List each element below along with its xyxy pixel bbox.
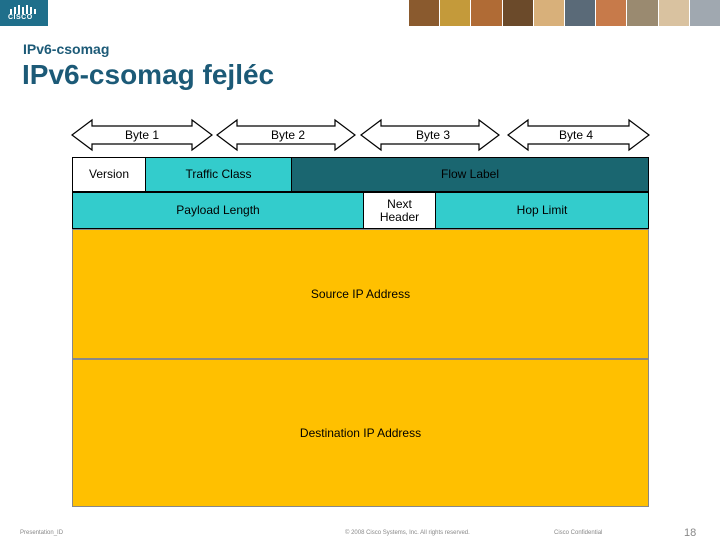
photo-tile xyxy=(439,0,471,26)
payload-length-label: Payload Length xyxy=(176,203,260,217)
flow-label-field: Flow Label xyxy=(291,157,649,192)
presentation-id: Presentation_ID xyxy=(20,530,64,536)
byte-3-label: Byte 3 xyxy=(416,128,451,142)
slide-subtitle: IPv6-csomag xyxy=(23,41,110,57)
byte-1-label: Byte 1 xyxy=(125,128,160,142)
photo-strip xyxy=(408,0,720,26)
version-field: Version xyxy=(72,157,146,192)
hop-limit-field: Hop Limit xyxy=(435,192,649,229)
photo-tile xyxy=(688,0,720,26)
next-header-label-line2: Header xyxy=(379,209,420,224)
cisco-bars-icon xyxy=(10,5,36,14)
photo-tile xyxy=(657,0,689,26)
top-banner: CISCO xyxy=(0,0,720,26)
hop-limit-label: Hop Limit xyxy=(516,203,568,217)
flow-label-label: Flow Label xyxy=(440,167,500,181)
traffic-class-label: Traffic Class xyxy=(185,167,252,181)
photo-tile xyxy=(470,0,502,26)
byte-1-arrow xyxy=(71,118,213,152)
copyright: © 2008 Cisco Systems, Inc. All rights re… xyxy=(345,530,470,536)
payload-length-field: Payload Length xyxy=(72,192,364,229)
slide-title: IPv6-csomag fejléc xyxy=(22,59,275,90)
byte-4-arrow xyxy=(507,118,650,152)
confidential-label: Cisco Confidential xyxy=(554,530,603,536)
logo-text: CISCO xyxy=(8,14,33,21)
photo-tile xyxy=(532,0,565,26)
photo-tile xyxy=(626,0,658,26)
next-header-field: Next Header xyxy=(363,192,436,229)
traffic-class-field: Traffic Class xyxy=(145,157,292,192)
photo-tile xyxy=(564,0,596,26)
photo-tile xyxy=(408,0,440,26)
next-header-label-line1: Next xyxy=(387,196,412,211)
cisco-logo: CISCO xyxy=(0,0,48,26)
source-address-label: Source IP Address xyxy=(310,286,411,301)
photo-tile xyxy=(595,0,627,26)
byte-3-arrow xyxy=(360,118,500,152)
destination-address-label: Destination IP Address xyxy=(299,425,422,440)
photo-tile xyxy=(501,0,533,26)
byte-2-label: Byte 2 xyxy=(271,128,306,142)
byte-4-label: Byte 4 xyxy=(559,128,594,142)
source-address-field: Source IP Address xyxy=(72,229,649,359)
byte-2-arrow xyxy=(216,118,356,152)
destination-address-field: Destination IP Address xyxy=(72,359,649,507)
page-number: 18 xyxy=(684,527,697,539)
version-label: Version xyxy=(88,167,130,181)
